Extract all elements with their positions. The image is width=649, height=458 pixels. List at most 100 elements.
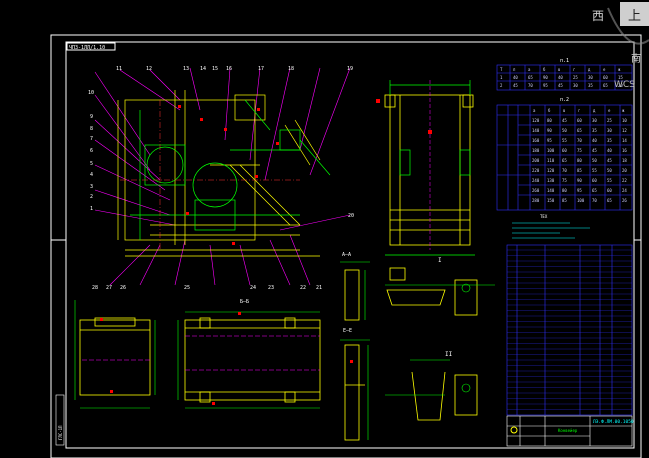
svg-text:2: 2 — [500, 83, 503, 88]
svg-text:65: 65 — [562, 158, 567, 163]
section-aa-label: A—A — [342, 252, 351, 258]
svg-text:70: 70 — [528, 83, 533, 88]
part-number-left: 6 — [90, 148, 93, 154]
svg-text:85: 85 — [562, 198, 567, 203]
main-assembly-view[interactable]: 11 12 13 14 15 16 17 18 19 10 9 8 7 6 5 … — [88, 66, 354, 291]
svg-text:45: 45 — [558, 83, 563, 88]
svg-text:95: 95 — [547, 138, 552, 143]
svg-text:150: 150 — [547, 198, 555, 203]
part-number-left: 10 — [88, 90, 94, 96]
part-number-bottom: 28 — [92, 285, 98, 291]
svg-text:220: 220 — [532, 168, 540, 173]
part-number-top: 11 — [116, 66, 122, 72]
parts-list[interactable] — [506, 244, 633, 416]
svg-text:60: 60 — [603, 75, 608, 80]
svg-text:65: 65 — [592, 188, 597, 193]
viewcube-wcs-label[interactable]: WCS — [614, 80, 635, 90]
svg-text:50: 50 — [592, 158, 597, 163]
svg-text:в: в — [558, 67, 560, 72]
part-number-left: 4 — [90, 172, 93, 178]
section-ee-label: E—E — [343, 328, 352, 334]
part-number-left: 1 — [90, 206, 93, 212]
svg-text:95: 95 — [543, 83, 548, 88]
svg-text:45: 45 — [607, 158, 612, 163]
svg-text:80: 80 — [562, 188, 567, 193]
viewcube-top-face[interactable]: 上 — [620, 2, 649, 26]
part-number-left: 8 — [90, 126, 93, 132]
svg-text:90: 90 — [577, 178, 582, 183]
svg-text:70: 70 — [592, 198, 597, 203]
svg-text:140: 140 — [547, 188, 555, 193]
technical-notes: ТЕХ — [512, 214, 590, 239]
svg-text:а: а — [528, 67, 531, 72]
section-bb-label: Б—Б — [240, 299, 249, 305]
svg-text:40: 40 — [513, 75, 518, 80]
svg-text:130: 130 — [547, 178, 555, 183]
viewcube-ring[interactable] — [588, 0, 649, 100]
part-number-bottom: 25 — [184, 285, 190, 291]
svg-text:40: 40 — [607, 148, 612, 153]
svg-text:35: 35 — [592, 128, 597, 133]
side-frame-view[interactable]: I — [376, 80, 475, 264]
svg-text:б: б — [548, 108, 551, 113]
svg-text:20: 20 — [622, 168, 627, 173]
part-number-left: 2 — [90, 194, 93, 200]
side-code: ГЛС-1П — [58, 425, 63, 440]
svg-text:55: 55 — [592, 168, 597, 173]
svg-text:д: д — [588, 67, 591, 72]
viewcube-south-label[interactable]: 南 — [631, 54, 641, 65]
svg-text:е: е — [608, 108, 611, 113]
top-left-tag: ЧПЗ-1ЛЛ/1.10 — [69, 45, 105, 51]
svg-text:22: 22 — [622, 178, 627, 183]
section-bb-view[interactable]: Б—Б — [177, 299, 321, 409]
svg-text:60: 60 — [592, 178, 597, 183]
svg-text:65: 65 — [607, 198, 612, 203]
title-block[interactable]: ЛЭ.Ф.ЛМ.00.1050 Конвейер — [506, 415, 634, 447]
svg-text:70: 70 — [562, 168, 567, 173]
detail-views[interactable]: II — [385, 267, 495, 421]
viewcube-west-label[interactable]: 西 — [592, 9, 605, 23]
table-2-title: п.2 — [560, 97, 569, 103]
svg-text:100: 100 — [577, 198, 585, 203]
svg-text:90: 90 — [547, 128, 552, 133]
view-i-label: I — [438, 257, 442, 264]
part-number-top: 15 — [212, 66, 218, 72]
notes-heading: ТЕХ — [540, 214, 548, 219]
title-block-code: ЛЭ.Ф.ЛМ.00.1050 — [593, 419, 634, 425]
svg-text:120: 120 — [547, 168, 555, 173]
svg-text:14: 14 — [622, 138, 627, 143]
svg-text:в: в — [563, 108, 565, 113]
part-number-left: 7 — [90, 136, 93, 142]
svg-text:110: 110 — [547, 158, 555, 163]
svg-text:120: 120 — [532, 118, 540, 123]
svg-text:30: 30 — [607, 128, 612, 133]
table-1-title: п.1 — [560, 58, 569, 64]
sheet-inner-border — [65, 41, 635, 449]
viewcube-widget[interactable] — [588, 0, 649, 100]
part-number-top: 14 — [200, 66, 206, 72]
svg-text:180: 180 — [532, 148, 540, 153]
part-number-bottom: 24 — [250, 285, 256, 291]
svg-text:12: 12 — [622, 128, 627, 133]
section-aa-ee-views[interactable]: A—A E—E — [340, 252, 370, 441]
svg-text:260: 260 — [532, 188, 540, 193]
svg-text:30: 30 — [573, 83, 578, 88]
bottom-left-view[interactable] — [74, 300, 156, 409]
svg-text:160: 160 — [532, 138, 540, 143]
svg-text:д: д — [593, 108, 596, 113]
part-number-top: 12 — [146, 66, 152, 72]
part-number-left: 3 — [90, 184, 93, 190]
svg-text:10: 10 — [622, 118, 627, 123]
sheet-outer-border — [50, 34, 642, 458]
part-number-top: 17 — [258, 66, 264, 72]
svg-text:280: 280 — [532, 198, 540, 203]
svg-text:45: 45 — [562, 118, 567, 123]
svg-text:65: 65 — [603, 83, 608, 88]
svg-text:30: 30 — [592, 118, 597, 123]
svg-text:60: 60 — [577, 118, 582, 123]
svg-text:г: г — [573, 67, 575, 72]
svg-text:45: 45 — [513, 83, 518, 88]
